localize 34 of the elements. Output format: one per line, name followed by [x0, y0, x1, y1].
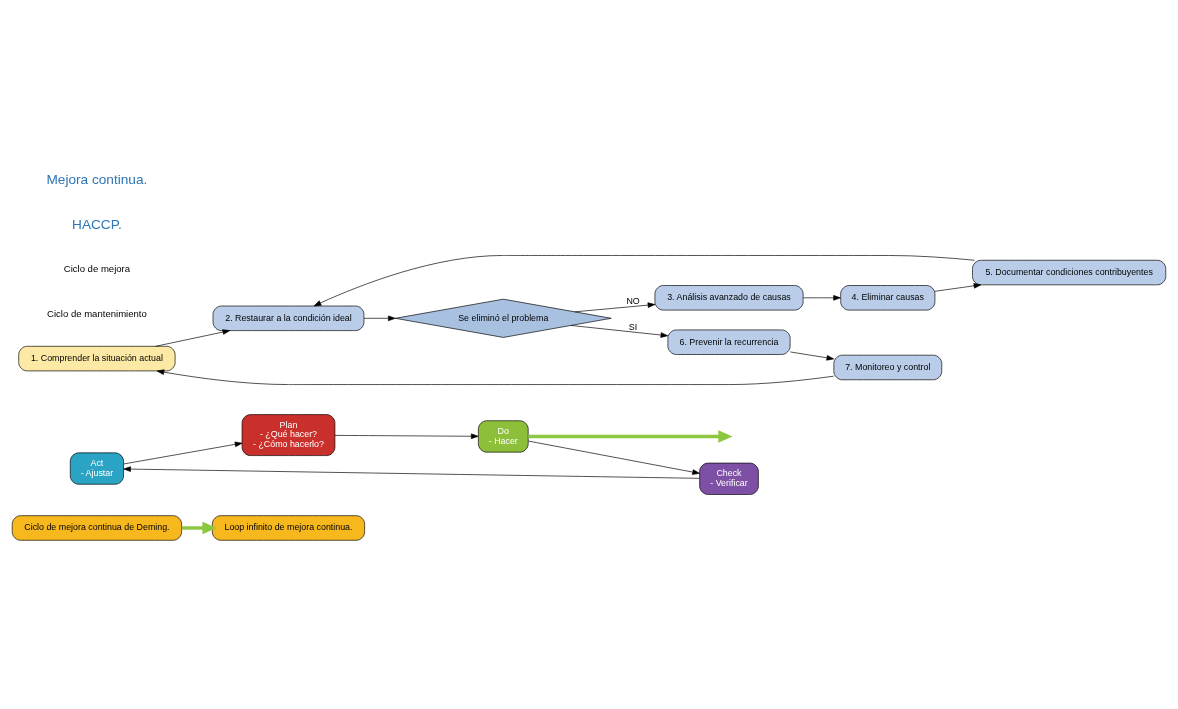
node-box: 3. Análisis avanzado de causas — [654, 285, 804, 311]
arrow — [156, 369, 835, 385]
arrow — [570, 325, 669, 338]
arrow — [528, 440, 700, 475]
arrow — [313, 255, 975, 307]
label: Ciclo de mejora — [63, 263, 131, 275]
arrow — [574, 302, 656, 313]
node-diamond: Se eliminó el problema — [395, 298, 612, 338]
node-box: 1. Comprender la situación actual — [18, 345, 176, 372]
label: Ciclo de mantenimiento — [47, 307, 147, 319]
node-box: Ciclo de mejora continua de Deming. — [11, 515, 182, 541]
node-box: 6. Prevenir la recurrencia — [667, 329, 791, 355]
arrow — [123, 466, 700, 479]
arrow — [803, 295, 841, 301]
node-box: Plan - ¿Qué hacer? - ¿Cómo hacerlo? — [241, 414, 336, 456]
node-box: Check - Verificar — [699, 462, 759, 495]
edge-label: NO — [626, 296, 640, 307]
node-box: Do - Hacer — [478, 420, 529, 453]
arrow — [123, 441, 243, 465]
arrow — [334, 433, 479, 439]
label: HACCP. — [72, 216, 122, 232]
arrow — [934, 283, 982, 292]
node-box: Loop infinito de mejora continua. — [212, 515, 365, 541]
arrow — [155, 329, 231, 347]
node-box: 5. Documentar condiciones contribuyentes — [972, 259, 1167, 286]
node-box: 7. Monitoreo y control — [833, 354, 943, 381]
edge-label: SI — [628, 321, 638, 332]
label: Mejora continua. — [46, 172, 148, 188]
arrow — [181, 521, 217, 535]
node-box: 2. Restaurar a la condición ideal — [212, 305, 365, 331]
node-box: 4. Eliminar causas — [840, 285, 936, 311]
arrow — [363, 315, 396, 322]
arrow — [790, 351, 835, 361]
node-box: Act - Ajustar — [69, 452, 124, 485]
